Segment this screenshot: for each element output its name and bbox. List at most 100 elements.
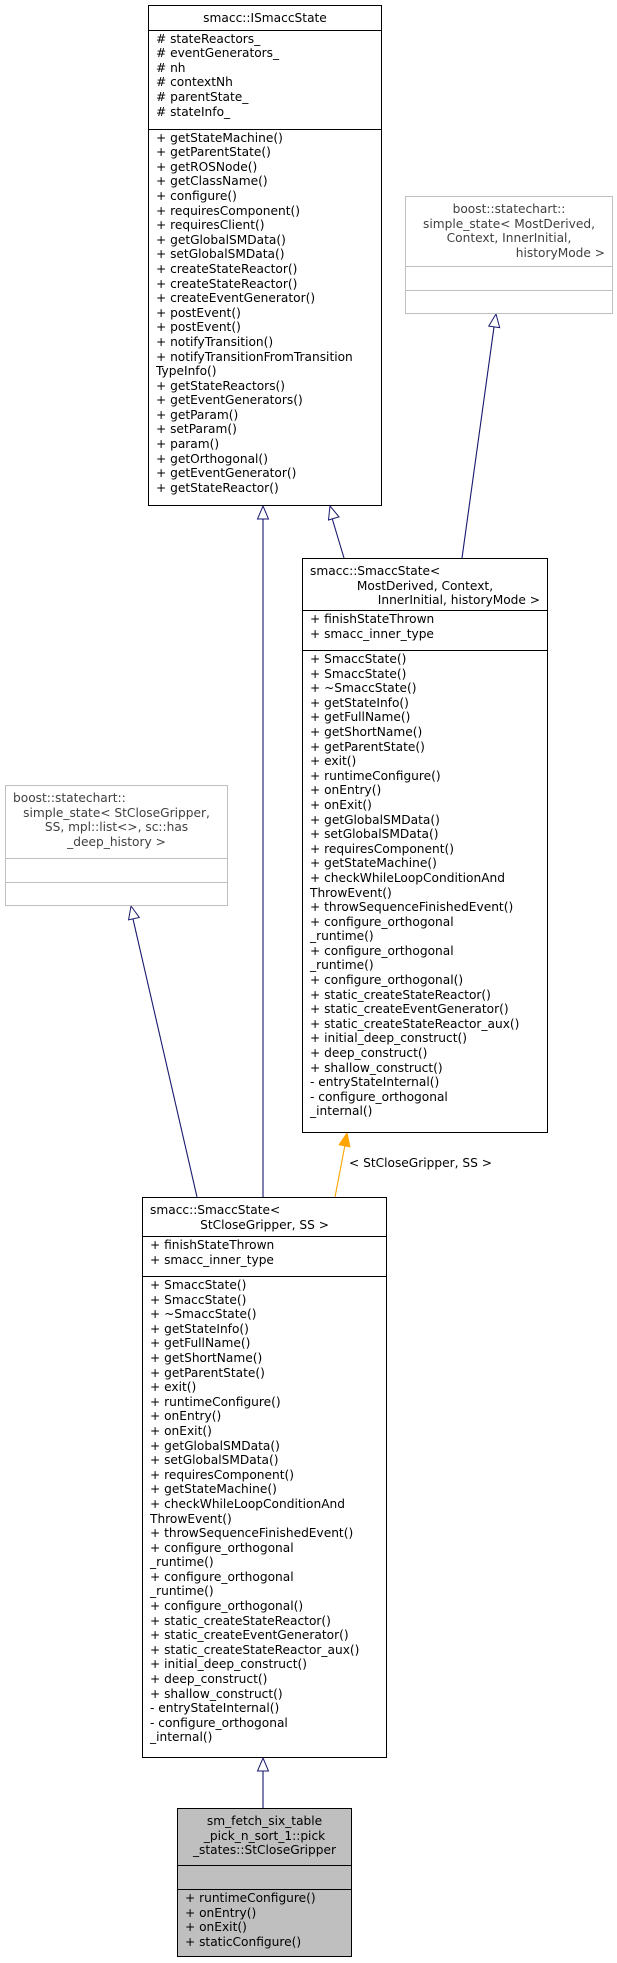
class-method: + getFullName()	[150, 1336, 251, 1351]
class-method: + SmaccState()	[310, 652, 407, 666]
class-title-line: SS, mpl::list<>, sc::has	[44, 820, 189, 835]
class-method: + shallow_construct()	[150, 1686, 283, 1701]
class-method: + getShortName()	[150, 1350, 263, 1365]
class-method: + exit()	[150, 1380, 197, 1395]
class-methods: + SmaccState()+ SmaccState()+ ~SmaccStat…	[303, 650, 547, 1123]
class-method: + SmaccState()	[150, 1278, 247, 1292]
class-method: + notifyTransitionFromTransition	[156, 349, 353, 364]
class-method: + SmaccState()	[310, 666, 407, 681]
class-node-smacc-state-template[interactable]: smacc::SmaccState< MostDerived, Context,…	[302, 558, 548, 1133]
class-title: sm_fetch_six_table _pick_n_sort_1::pick …	[178, 1809, 351, 1865]
class-title-line: _states::StCloseGripper	[192, 1843, 337, 1858]
class-method: + getGlobalSMData()	[150, 1438, 280, 1453]
class-title-line: boost::statechart::	[452, 202, 566, 216]
class-method: + onEntry()	[185, 1905, 257, 1920]
class-method: + checkWhileLoopConditionAnd	[310, 870, 505, 885]
class-method: + static_createStateReactor_aux()	[310, 1016, 520, 1031]
class-methods	[6, 882, 227, 888]
class-method: + param()	[156, 437, 220, 452]
class-method: + setGlobalSMData()	[150, 1453, 279, 1468]
class-title-line: historyMode >	[515, 245, 605, 260]
class-attribute: # nh	[156, 60, 186, 75]
class-title-line: _deep_history >	[67, 834, 166, 849]
class-attributes: + finishStateThrown+ smacc_inner_type	[143, 1236, 386, 1276]
class-method: + getStateReactors()	[156, 378, 286, 393]
class-method: + throwSequenceFinishedEvent()	[150, 1526, 354, 1541]
class-attributes: # stateReactors_# eventGenerators_# nh# …	[149, 29, 381, 129]
class-method: + configure_orthogonal	[310, 914, 454, 929]
class-method: + initial_deep_construct()	[310, 1031, 467, 1046]
class-method: + static_createStateReactor_aux()	[150, 1642, 360, 1657]
class-title-line: simple_state< MostDerived,	[423, 216, 595, 231]
class-method: + SmaccState()	[150, 1292, 247, 1307]
class-node-boost-simple-state-gripper[interactable]: boost::statechart:: simple_state< StClos…	[5, 785, 228, 906]
class-method: + getStateMachine()	[310, 856, 437, 871]
class-title-line: smacc::SmaccState<	[150, 1203, 281, 1217]
class-node-ismacc-state[interactable]: smacc::ISmaccState # stateReactors_# eve…	[148, 5, 382, 506]
class-method: + ~SmaccState()	[150, 1307, 257, 1322]
class-method: + deep_construct()	[150, 1672, 268, 1687]
edge-arrowhead	[127, 904, 141, 921]
class-attributes: + finishStateThrown+ smacc_inner_type	[303, 610, 547, 650]
class-methods: + runtimeConfigure()+ onEntry()+ onExit(…	[178, 1889, 351, 1953]
class-attributes	[178, 1865, 351, 1889]
class-method: + configure_orthogonal	[150, 1569, 294, 1584]
class-method: + configure_orthogonal	[150, 1540, 294, 1555]
edge-smacc_template-to-boost_generic	[461, 326, 495, 559]
class-method: + static_createEventGenerator()	[150, 1628, 349, 1643]
class-method: _internal()	[150, 1730, 213, 1745]
class-method: + configure_orthogonal	[310, 943, 454, 958]
edge-smacc_gripper-to-boost_gripper	[132, 918, 198, 1198]
class-method: + getParentState()	[150, 1365, 265, 1380]
class-title-line: simple_state< StCloseGripper,	[23, 805, 210, 820]
class-method: + createStateReactor()	[156, 261, 298, 276]
class-title-line: InnerInitial, historyMode >	[377, 593, 540, 608]
class-node-st-close-gripper[interactable]: sm_fetch_six_table _pick_n_sort_1::pick …	[177, 1808, 352, 1957]
class-title-line: StCloseGripper, SS >	[200, 1217, 329, 1232]
class-method: + throwSequenceFinishedEvent()	[310, 900, 514, 915]
class-method: + shallow_construct()	[310, 1060, 443, 1075]
class-method: _runtime()	[150, 1555, 214, 1570]
class-method: + static_createStateReactor()	[150, 1613, 331, 1628]
class-method: + getFullName()	[310, 710, 411, 725]
class-node-boost-simple-state-generic[interactable]: boost::statechart:: simple_state< MostDe…	[405, 196, 613, 314]
class-attribute: # eventGenerators_	[156, 46, 280, 61]
class-attribute: + smacc_inner_type	[150, 1252, 274, 1267]
class-method: + onExit()	[185, 1920, 247, 1935]
class-method: + getStateReactor()	[156, 480, 279, 495]
class-method: + postEvent()	[156, 320, 241, 335]
class-method: + postEvent()	[156, 305, 241, 320]
class-node-smacc-state-gripper[interactable]: smacc::SmaccState< StCloseGripper, SS > …	[142, 1197, 387, 1758]
class-methods	[406, 290, 612, 296]
class-method: + onExit()	[310, 797, 372, 812]
class-method: _internal()	[310, 1104, 373, 1119]
class-method: - configure_orthogonal	[310, 1089, 448, 1104]
edge-arrowhead	[256, 504, 270, 520]
class-method: _runtime()	[150, 1584, 214, 1599]
class-method: + createEventGenerator()	[156, 291, 316, 306]
class-methods: + SmaccState()+ SmaccState()+ ~SmaccStat…	[143, 1276, 386, 1749]
class-title: boost::statechart:: simple_state< MostDe…	[406, 197, 612, 266]
class-title: boost::statechart:: simple_state< StClos…	[6, 786, 227, 858]
class-attributes	[6, 858, 227, 882]
class-method: + static_createStateReactor()	[310, 987, 491, 1002]
class-method: + static_createEventGenerator()	[310, 1002, 509, 1017]
class-title-line: Context, InnerInitial,	[446, 231, 572, 246]
class-method: _runtime()	[310, 958, 374, 973]
class-attribute: # stateReactors_	[156, 31, 261, 46]
class-method: + setGlobalSMData()	[156, 247, 285, 262]
class-method: + createStateReactor()	[156, 276, 298, 291]
class-method: + onEntry()	[150, 1409, 222, 1424]
edge-arrowhead	[327, 504, 340, 521]
class-method: + initial_deep_construct()	[150, 1657, 307, 1672]
class-method: + getParentState()	[310, 739, 425, 754]
class-method: TypeInfo()	[156, 364, 217, 379]
class-title-line: boost::statechart::	[13, 791, 126, 805]
class-title: smacc::SmaccState< StCloseGripper, SS >	[143, 1198, 386, 1236]
edge-smacc_template-to-istate	[331, 517, 345, 559]
edge-arrowhead	[487, 312, 501, 329]
class-method: + requiresComponent()	[310, 841, 455, 856]
class-method: + getEventGenerators()	[156, 393, 303, 408]
class-methods: + getStateMachine()+ getParentState()+ g…	[149, 128, 381, 500]
